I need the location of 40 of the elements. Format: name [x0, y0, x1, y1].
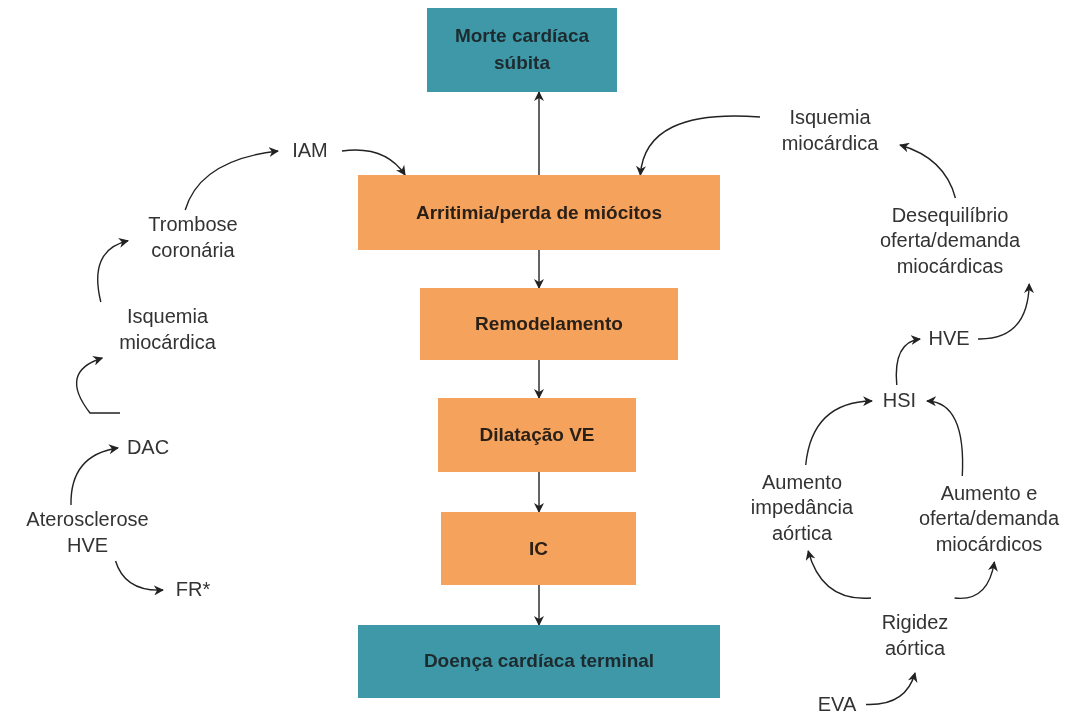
process-box: Remodelamento [420, 288, 678, 360]
arrow [75, 356, 121, 414]
arrow [97, 238, 129, 303]
arrow [114, 560, 164, 596]
arrow [341, 149, 406, 176]
arrow [953, 561, 998, 600]
node-label: IAM [278, 136, 342, 166]
arrow [184, 147, 279, 211]
node-label: Isquemia miocárdica [760, 103, 900, 159]
node-label: EVA [808, 688, 866, 721]
node-label: HSI [872, 385, 927, 417]
node-label: Desequilíbrio oferta/demanda miocárdicas [860, 198, 1040, 284]
node-label: Aumento e oferta/demanda miocárdicos [900, 476, 1078, 562]
arrow [806, 550, 872, 599]
arrow [534, 359, 544, 399]
arrow [534, 471, 544, 513]
arrow [534, 584, 544, 626]
outcome-box: Doença cardíaca terminal [358, 625, 720, 698]
arrow [70, 444, 119, 506]
arrow [926, 397, 964, 477]
node-label: HVE [920, 323, 978, 355]
node-label: DAC [118, 432, 178, 464]
arrow [534, 249, 544, 289]
process-box: IC [441, 512, 636, 585]
arrow [865, 672, 917, 706]
arrow [977, 283, 1034, 340]
arrow [636, 115, 761, 176]
node-label: Aterosclerose HVE [5, 505, 170, 561]
node-label: Isquemia miocárdica [95, 302, 240, 358]
arrow [534, 91, 544, 176]
process-box: Arritimia/perda de miócitos [358, 175, 720, 250]
arrow [899, 143, 957, 199]
node-label: FR* [163, 575, 223, 605]
arrow [805, 396, 873, 466]
node-label: Trombose coronária [128, 210, 258, 266]
node-label: Rigidez aórtica [860, 598, 970, 673]
arrow [895, 335, 921, 386]
process-box: Dilatação VE [438, 398, 636, 472]
outcome-box: Morte cardíaca súbita [427, 8, 617, 92]
node-label: Aumento impedância aórtica [740, 465, 864, 551]
